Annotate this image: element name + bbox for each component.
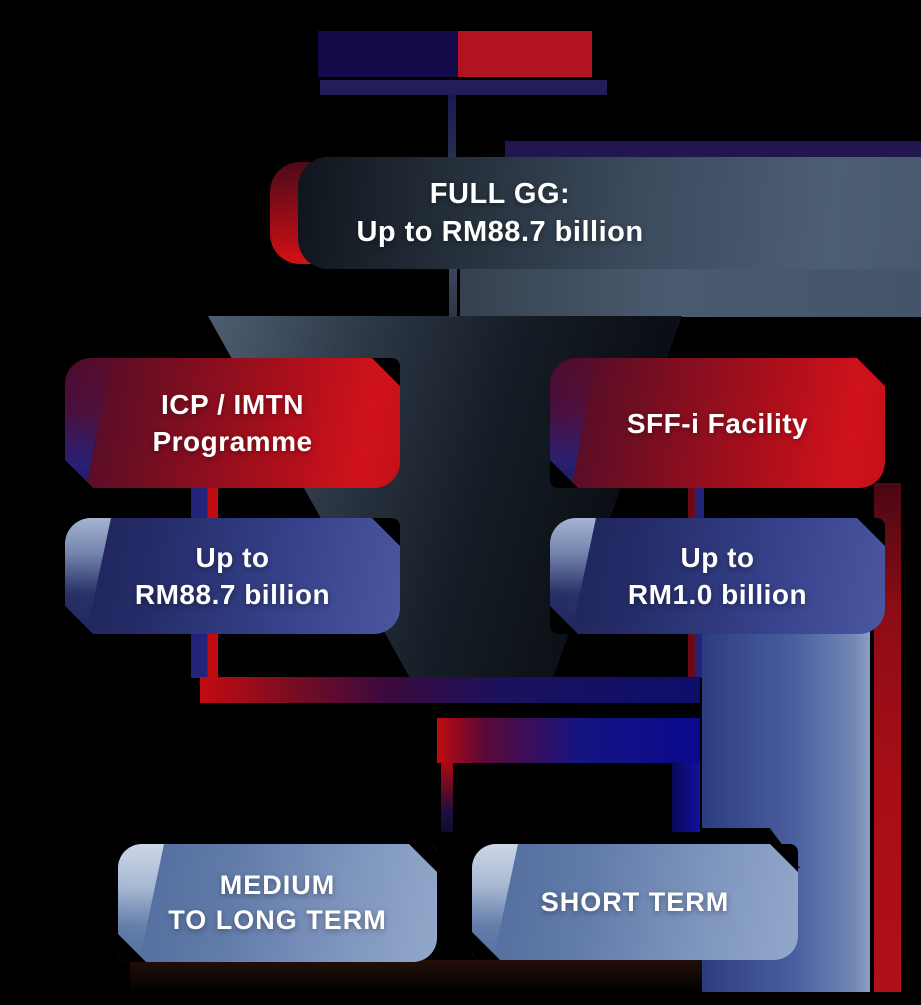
full-gg-label: FULL GG: Up to RM88.7 billion [300, 175, 700, 251]
term-right-line1: SHORT TERM [540, 886, 730, 917]
connector-center-down-stub [441, 762, 453, 832]
top-navy-ribbon [505, 141, 921, 157]
amount-right-line2: RM1.0 billion [627, 579, 808, 610]
connector-logo-to-fullgg [448, 95, 456, 158]
horizontal-connector-band-lower [437, 718, 700, 763]
amount-right-label: Up to RM1.0 billion [550, 518, 885, 634]
node-term-short: SHORT TERM [472, 844, 798, 960]
icp-line2: Programme [152, 426, 313, 457]
sff-line1: SFF-i Facility [626, 407, 809, 439]
logo-underline-bar [320, 80, 607, 95]
term-left-line1: MEDIUM [219, 870, 336, 900]
logo-block-navy [318, 31, 458, 77]
node-icp-imtn-programme: ICP / IMTN Programme [65, 358, 400, 488]
logo-block-red [458, 31, 592, 77]
node-term-medium-long: MEDIUM TO LONG TERM [118, 844, 437, 962]
node-amount-right: Up to RM1.0 billion [550, 518, 885, 634]
node-full-gg: FULL GG: Up to RM88.7 billion [270, 157, 921, 269]
full-gg-line1: FULL GG: [429, 178, 571, 210]
node-amount-left: Up to RM88.7 billion [65, 518, 400, 634]
full-gg-body [298, 157, 921, 269]
node-sff-i-facility: SFF-i Facility [550, 358, 885, 488]
term-left-line2: TO LONG TERM [168, 905, 387, 935]
amount-left-line2: RM88.7 billion [134, 579, 331, 610]
amount-left-label: Up to RM88.7 billion [65, 518, 400, 634]
icp-line1: ICP / IMTN [161, 389, 304, 420]
sff-label: SFF-i Facility [550, 358, 885, 488]
connector-fullgg-to-funnel [449, 268, 457, 317]
amount-right-line1: Up to [680, 542, 755, 573]
amount-left-line1: Up to [195, 542, 270, 573]
full-gg-line2: Up to RM88.7 billion [356, 216, 644, 248]
slate-band-under-fullgg [460, 267, 921, 317]
term-right-label: SHORT TERM [472, 844, 798, 960]
term-left-label: MEDIUM TO LONG TERM [118, 844, 437, 962]
connector-right-down-stub [672, 762, 700, 832]
icp-label: ICP / IMTN Programme [65, 358, 400, 488]
horizontal-connector-band-upper [200, 677, 700, 703]
